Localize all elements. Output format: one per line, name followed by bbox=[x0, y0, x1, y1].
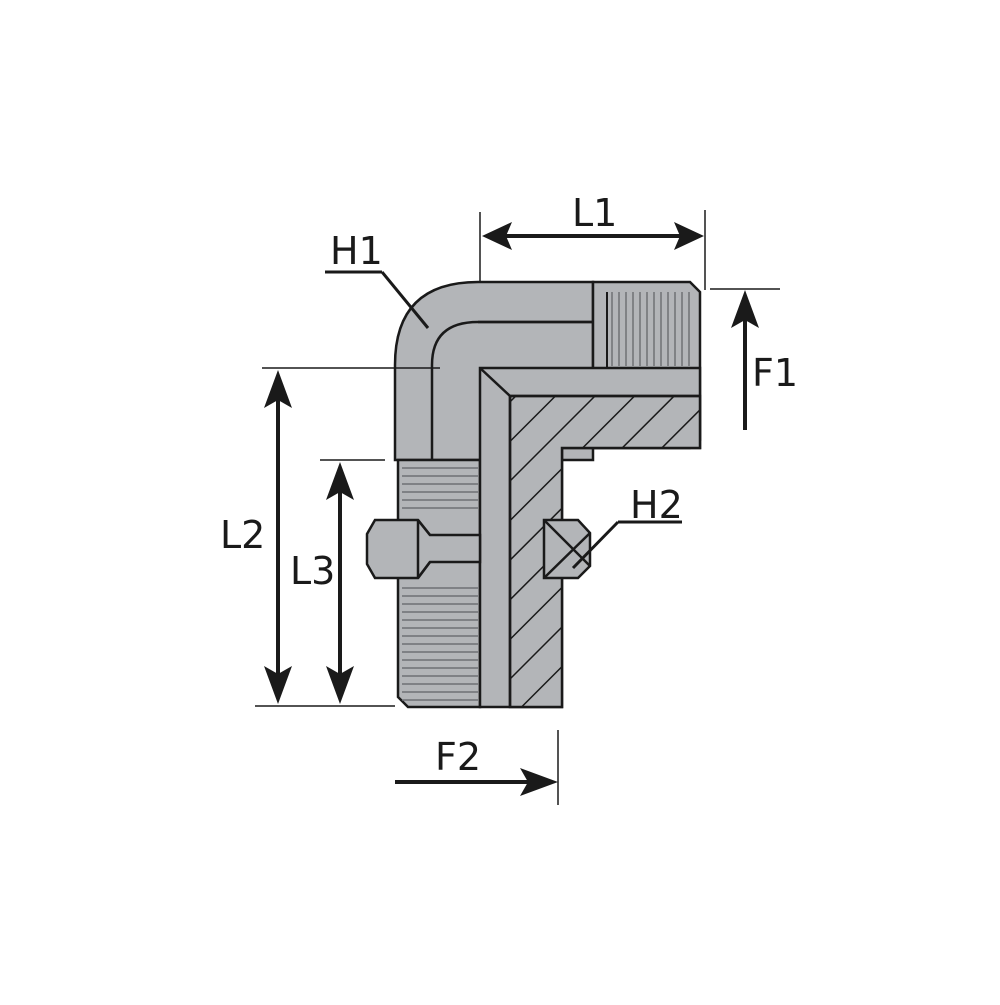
label-h2: H2 bbox=[630, 483, 683, 527]
dimension-l2 bbox=[264, 370, 292, 704]
label-h1: H1 bbox=[330, 229, 383, 273]
lock-nut bbox=[365, 518, 482, 580]
label-f1: F1 bbox=[752, 351, 798, 395]
extension-lines bbox=[255, 210, 780, 805]
h1-leader bbox=[325, 270, 430, 329]
label-f2: F2 bbox=[435, 735, 481, 779]
vertical-thread bbox=[396, 458, 482, 709]
lock-nut-section bbox=[542, 518, 592, 580]
h2-leader bbox=[571, 520, 682, 570]
dimension-l3 bbox=[326, 462, 354, 704]
label-l3: L3 bbox=[290, 549, 335, 593]
dimension-f1 bbox=[731, 290, 759, 430]
dimension-f2 bbox=[395, 768, 558, 796]
dimension-l1 bbox=[482, 222, 704, 250]
label-l1: L1 bbox=[572, 191, 617, 235]
label-l2: L2 bbox=[220, 513, 265, 557]
section-view bbox=[478, 366, 702, 709]
